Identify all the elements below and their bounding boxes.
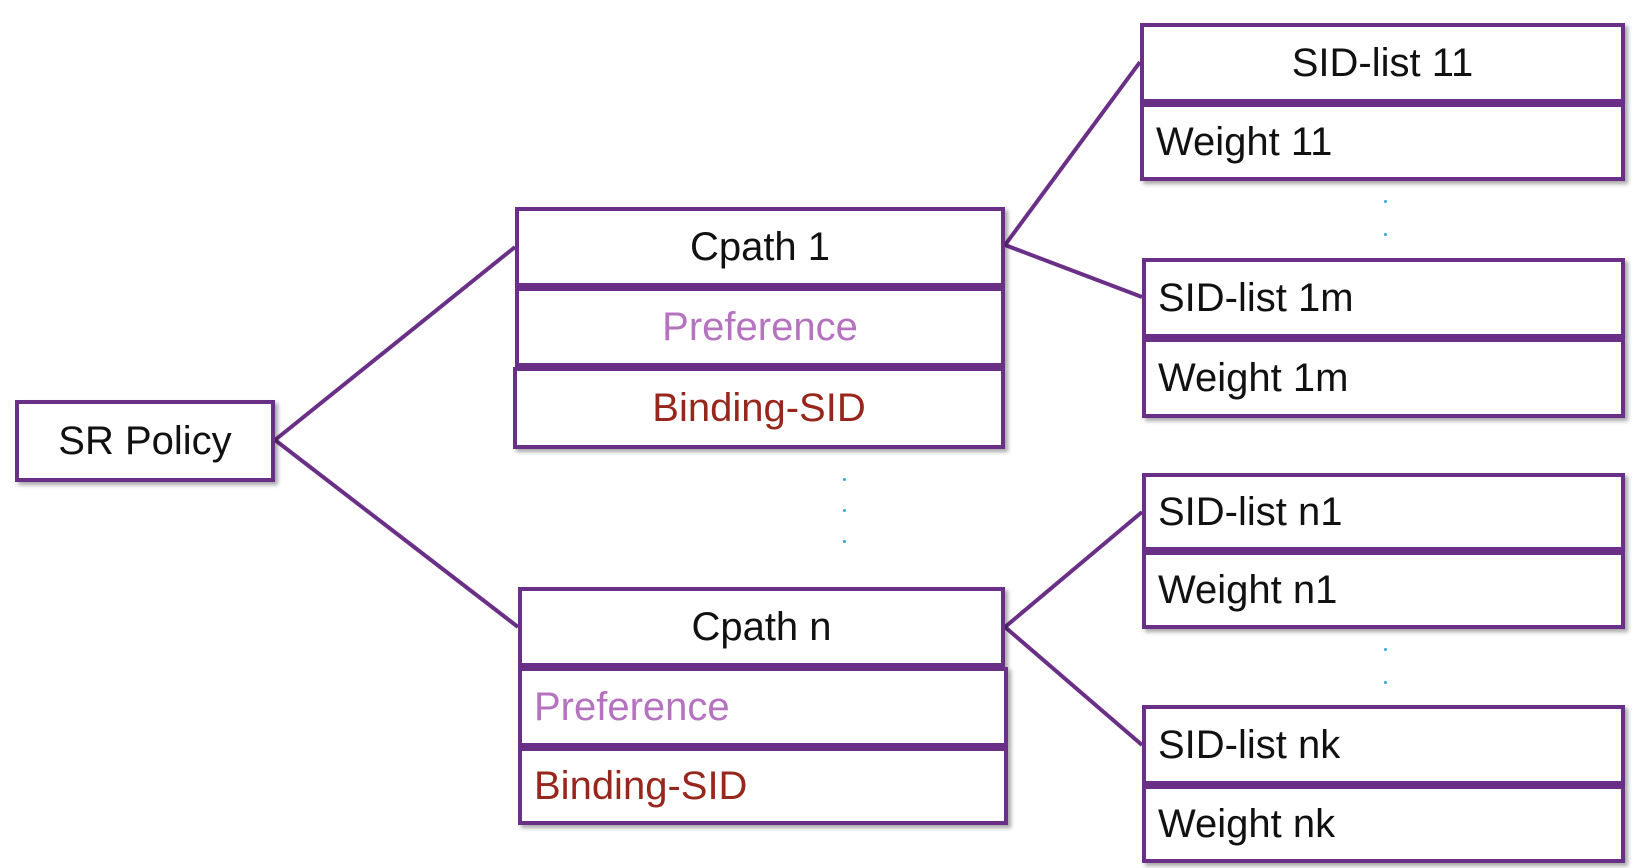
cpath-1-binding-sid-box: Binding-SID: [513, 367, 1005, 449]
connector-policy-cpath1: [273, 245, 517, 442]
weight-n1-box: Weight n1: [1142, 551, 1625, 629]
weight-nk-label: Weight nk: [1158, 801, 1336, 846]
ellipsis-dot: [843, 540, 846, 543]
ellipsis-dot: [1384, 681, 1387, 684]
sid-list-nk-label: SID-list nk: [1158, 722, 1341, 767]
ellipsis-dot: [1384, 233, 1387, 236]
weight-11-label: Weight 11: [1156, 119, 1333, 164]
sid-list-nk-box: SID-list nk: [1142, 705, 1625, 785]
weight-11-box: Weight 11: [1140, 103, 1625, 181]
sid-list-n1-box: SID-list n1: [1142, 473, 1625, 551]
sid-list-1m-label: SID-list 1m: [1158, 275, 1354, 320]
cpath-ellipsis: [843, 478, 849, 548]
cpath-n-binding-sid-box: Binding-SID: [518, 747, 1008, 825]
sid-list-11-box: SID-list 11: [1140, 23, 1625, 103]
connector-cpath1-sidlist11: [1003, 60, 1142, 247]
weight-nk-box: Weight nk: [1142, 785, 1625, 863]
weight-1m-label: Weight 1m: [1158, 355, 1349, 400]
sid-list-11-label: SID-list 11: [1291, 40, 1474, 85]
cpath-n-preference-label: Preference: [534, 684, 730, 729]
cpath-1-preference-label: Preference: [662, 304, 858, 349]
sid-list-ellipsis-n: [1384, 648, 1390, 688]
sr-policy-box: SR Policy: [15, 400, 275, 482]
ellipsis-dot: [1384, 200, 1387, 203]
cpath-1-preference-box: Preference: [515, 287, 1005, 367]
ellipsis-dot: [843, 509, 846, 512]
cpath-n-preference-box: Preference: [518, 667, 1008, 747]
sid-list-n1-label: SID-list n1: [1158, 489, 1343, 534]
cpath-1-box: Cpath 1: [515, 207, 1005, 287]
sid-list-ellipsis-1: [1384, 200, 1390, 240]
cpath-n-binding-sid-label: Binding-SID: [534, 763, 748, 808]
ellipsis-dot: [1384, 648, 1387, 651]
weight-n1-label: Weight n1: [1158, 567, 1338, 612]
cpath-n-box: Cpath n: [518, 587, 1005, 667]
cpath-1-binding-sid-label: Binding-SID: [652, 385, 866, 430]
connector-cpathn-sidlistn1: [1003, 510, 1144, 629]
connector-policy-cpathn: [273, 438, 520, 629]
cpath-1-label: Cpath 1: [689, 224, 831, 269]
weight-1m-box: Weight 1m: [1142, 338, 1625, 418]
connector-cpath1-sidlist1m: [1004, 243, 1143, 299]
cpath-n-label: Cpath n: [691, 604, 832, 649]
connector-cpathn-sidlistnk: [1003, 625, 1144, 747]
sid-list-1m-box: SID-list 1m: [1142, 258, 1625, 338]
sr-policy-label: SR Policy: [58, 418, 232, 463]
ellipsis-dot: [843, 478, 846, 481]
